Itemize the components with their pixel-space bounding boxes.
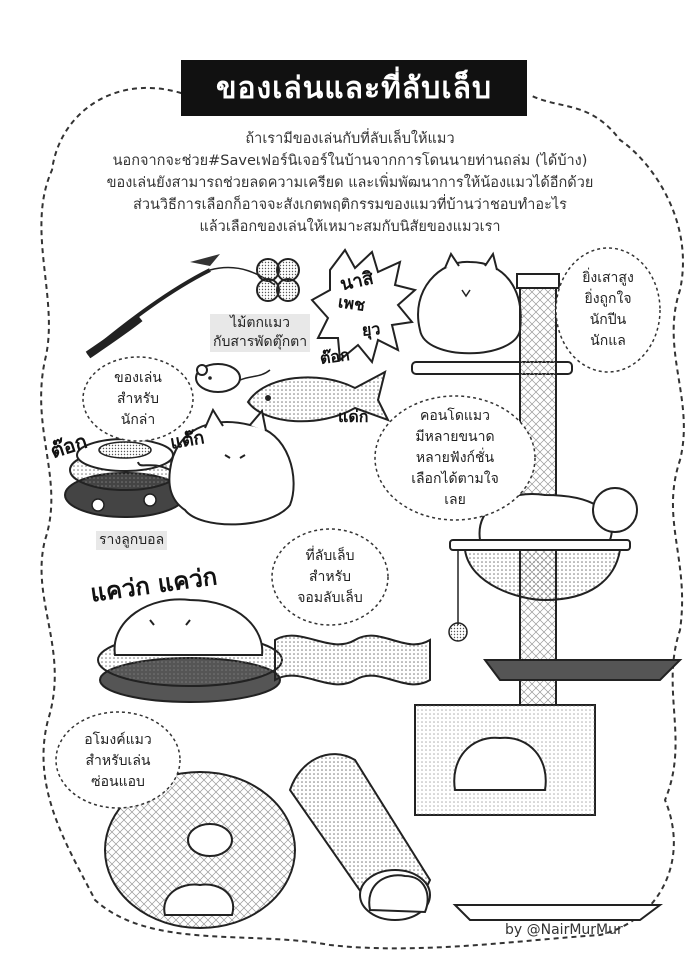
bubble-text: สำหรับ (308, 568, 352, 585)
bubble-climber: ยิ่งเสาสูง ยิ่งถูกใจ นักปีน นักแล (560, 262, 656, 358)
bubble-text: จอมลับเล็บ (297, 589, 363, 606)
bubble-text: นักล่า (120, 411, 156, 428)
sfx-daek: แด่ก (338, 407, 369, 426)
bubble-text: นักแล (590, 333, 626, 349)
cat-wand-illustration (85, 254, 300, 359)
intro-line: ถ้าเรามีของเล่นกับที่ลับเล็บให้แมว (245, 131, 455, 147)
intro-line: แล้วเลือกของเล่นให้เหมาะสมกับนิสัยของแมว… (199, 219, 501, 235)
bubble-text: หลายฟังก์ชั่น (415, 449, 495, 466)
bubble-text: มีหลายขนาด (415, 428, 495, 445)
intro-line: ของเล่นยังสามารถช่วยลดความเครียด และเพิ่… (106, 175, 594, 191)
bubble-text: สำหรับเล่น (85, 752, 151, 769)
bubble-condo: คอนโดแมว มีหลายขนาด หลายฟังก์ชั่น เลือกไ… (385, 404, 525, 512)
label-text: ไม้ตกแมว (230, 315, 291, 331)
bubble-text: คอนโดแมว (419, 407, 491, 424)
bubble-text: นักปีน (589, 312, 627, 328)
label-text: กับสารพัดตุ๊กตา (213, 334, 308, 350)
sfx-meow-2: เพช (336, 292, 367, 315)
speech-bubble-shapes (55, 247, 661, 809)
intro-paragraph: ถ้าเรามีของเล่นกับที่ลับเล็บให้แมว นอกจา… (70, 128, 630, 238)
bubble-text: เลือกได้ตามใจ (411, 470, 499, 487)
intro-line: นอกจากจะช่วย#Saveเฟอร์นิเจอร์ในบ้านจากกา… (112, 153, 588, 169)
sfx-taek: แต๊ก (168, 427, 206, 454)
bubble-text: เลย (444, 491, 466, 508)
cat-playing-illustration (137, 407, 295, 526)
fish-toy-illustration (246, 370, 391, 423)
wave-scratcher-illustration (274, 634, 431, 686)
bubble-text: ของเล่น (114, 369, 162, 386)
tunnel-illustration (288, 753, 432, 921)
bubble-text: สำหรับ (116, 390, 160, 407)
sfx-meow-3: ยุว (360, 319, 382, 340)
fluffy-cat-top-illustration (417, 251, 522, 355)
scratcher-bed-illustration (97, 598, 283, 703)
bubble-text: อโมงค์แมว (84, 731, 152, 748)
bubble-text: ยิ่งถูกใจ (584, 291, 632, 307)
label-cat-wand: ไม้ตกแมว กับสารพัดตุ๊กตา (210, 314, 311, 352)
meow-burst-shape (310, 248, 418, 365)
intro-line: ส่วนวิธีการเลือกก็อาจจะสังเกตพฤติกรรมของ… (133, 197, 567, 213)
sfx-tok-2: ต๊อก (318, 345, 351, 368)
label-ball-track: รางลูกบอล (96, 531, 168, 550)
bubble-text: ยิ่งเสาสูง (582, 270, 634, 286)
cat-tree-illustration (411, 273, 683, 921)
bubble-scratcher: ที่ลับเล็บ สำหรับ จอมลับเล็บ (280, 541, 380, 613)
artist-credit: by @NairMurMur (505, 922, 623, 938)
bubble-text: ซ่อนแอบ (91, 773, 145, 790)
mouse-toy-illustration (195, 363, 271, 393)
bubble-dome: อโมงค์แมว สำหรับเล่น ซ่อนแอบ (62, 726, 174, 796)
page-title: ของเล่นและที่ลับเล็บ (181, 60, 527, 116)
donut-bed-illustration (104, 771, 296, 929)
dashed-border (40, 86, 685, 950)
bubble-hunter: ของเล่น สำหรับ นักล่า (88, 362, 188, 436)
bubble-text: ที่ลับเล็บ (305, 547, 355, 564)
